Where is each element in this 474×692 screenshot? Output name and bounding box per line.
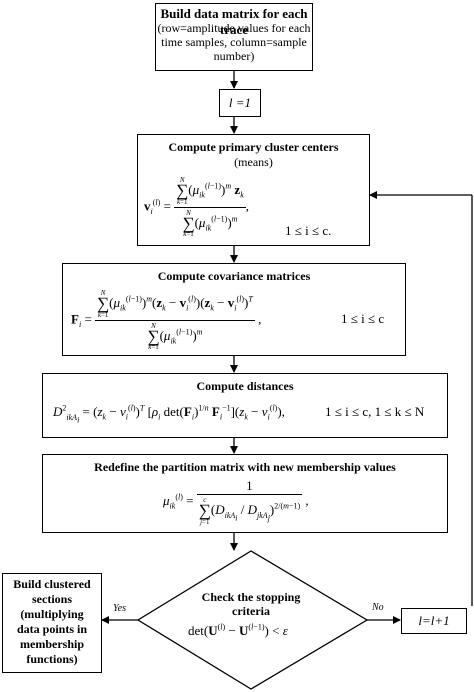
distances-title: Compute distances <box>196 379 294 393</box>
build-data-matrix-line3: time samples, column=sample <box>161 35 307 49</box>
output-line6: functions) <box>26 652 78 666</box>
output-line3: (multiplying <box>20 607 84 621</box>
covariance-range: 1 ≤ i ≤ c <box>341 311 385 326</box>
init-l-box: l =1 <box>219 89 261 117</box>
build-clustered-sections-box: Build clustered sections (multiplying da… <box>2 573 102 673</box>
output-line4: data points in <box>16 622 88 636</box>
decision-diamond <box>136 550 369 690</box>
build-data-matrix-title: Build data matrix for each trace <box>160 6 308 37</box>
stopping-criteria-line2: criteria <box>232 604 270 618</box>
yes-label: Yes <box>113 603 126 614</box>
cluster-centers-range: 1 ≤ i ≤ c. <box>285 223 332 238</box>
init-l-label: l =1 <box>228 95 252 110</box>
build-data-matrix-line2: (row=amplitude values for each <box>157 21 311 35</box>
distances-formula: D2ikAi = (zk − vi(l))T [ρi det(Fi)1/n Fi… <box>53 403 285 425</box>
stopping-criteria-formula: det(U(l) − U(l−1)) < ε <box>188 622 288 638</box>
partition-matrix-formula: μik(l) = 1 c∑j=1(DikAi / DjkAj)2/(m−1) , <box>163 478 309 526</box>
distances-range: 1 ≤ i ≤ c, 1 ≤ k ≤ N <box>325 404 425 419</box>
build-data-matrix-box: Build data matrix for each trace (row=am… <box>155 3 313 71</box>
cluster-centers-subtitle: (means) <box>234 155 273 169</box>
stopping-criteria-line1: Check the stopping <box>201 590 301 604</box>
distances-box: Compute distances D2ikAi = (zk − vi(l))T… <box>42 373 448 438</box>
covariance-title: Compute covariance matrices <box>157 269 311 283</box>
output-line5: membership <box>20 637 84 651</box>
cluster-centers-box: Compute primary cluster centers (means) … <box>137 134 370 246</box>
build-data-matrix-line4: number) <box>213 49 255 63</box>
increment-l-box: l=l+1 <box>401 608 467 634</box>
cluster-centers-formula: vi(l) = N∑k=1(μik(l−1))m zk N∑k=1(μik(l−… <box>144 176 249 239</box>
partition-matrix-title: Redefine the partition matrix with new m… <box>94 460 396 474</box>
no-label: No <box>372 602 384 613</box>
output-line1: Build clustered <box>13 577 91 591</box>
cluster-centers-title: Compute primary cluster centers <box>168 140 339 154</box>
covariance-formula: Fi = N∑k=1(μik(l−1))m(zk − vi(l))(zk − v… <box>71 289 262 352</box>
covariance-box: Compute covariance matrices Fi = N∑k=1(μ… <box>62 263 406 356</box>
partition-matrix-box: Redefine the partition matrix with new m… <box>42 454 448 533</box>
increment-l-label: l=l+1 <box>418 613 450 628</box>
output-line2: sections <box>32 592 72 606</box>
